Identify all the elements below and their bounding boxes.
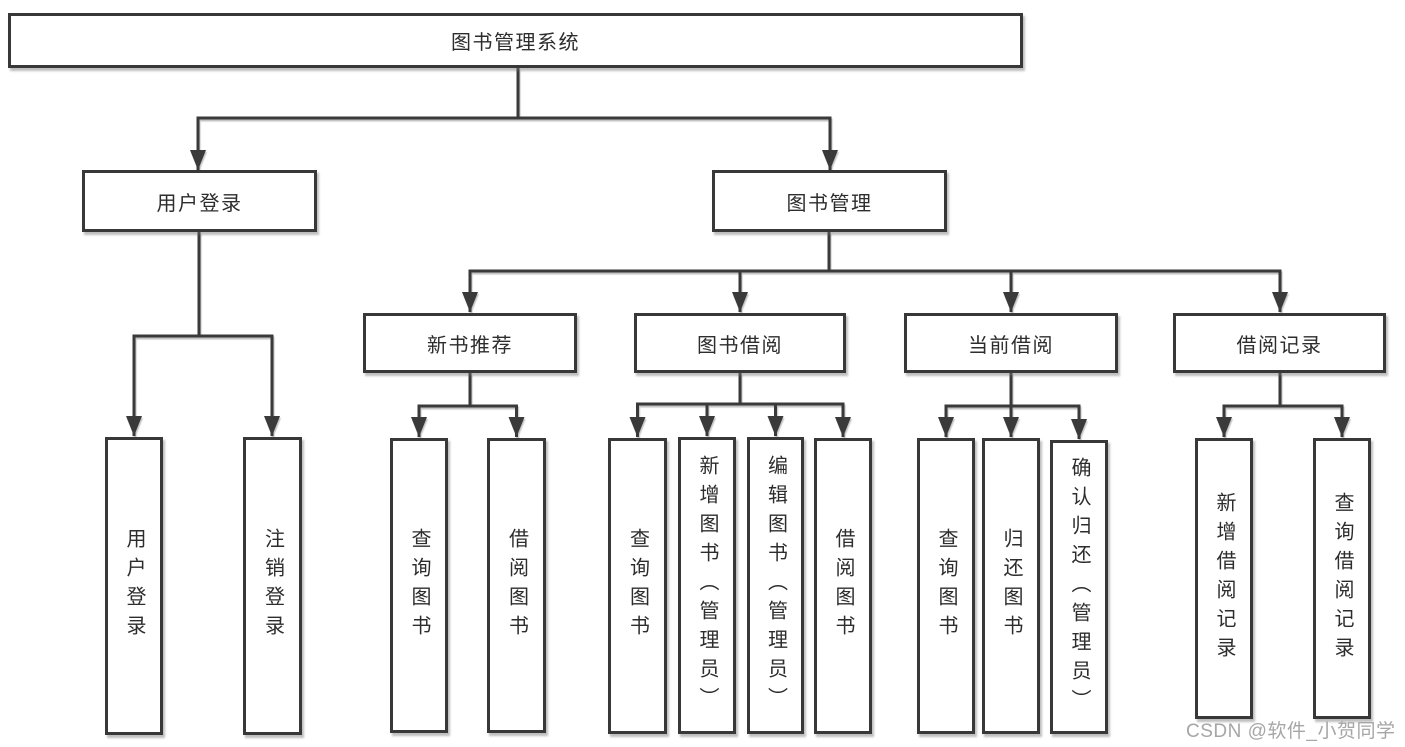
node-label: 确认归还（管理员）: [1068, 456, 1090, 718]
leaf-user-login: 用户登录: [105, 437, 163, 735]
leaf-borrow-books-recommend: 借阅图书: [487, 438, 546, 733]
node-label: 新增借阅记录: [1213, 491, 1235, 666]
leaf-add-borrow-record: 新增借阅记录: [1195, 438, 1253, 719]
node-book-borrowing: 图书借阅: [634, 313, 846, 373]
node-label: 查询图书: [935, 528, 957, 644]
leaf-query-books-recommend: 查询图书: [390, 438, 448, 733]
node-book-management: 图书管理: [712, 170, 947, 232]
leaf-confirm-return-admin: 确认归还（管理员）: [1050, 440, 1108, 734]
node-label: 注销登录: [261, 528, 284, 644]
node-label: 归还图书: [1000, 528, 1022, 644]
node-borrow-records: 借阅记录: [1173, 313, 1386, 373]
csdn-watermark: CSDN @软件_小贺同学: [1186, 721, 1396, 742]
node-label: 当前借阅: [968, 334, 1054, 357]
node-label: 查询借阅记录: [1331, 491, 1353, 666]
leaf-edit-book-admin: 编辑图书（管理员）: [747, 437, 804, 734]
node-label: 图书管理系统: [451, 32, 580, 54]
node-label: 用户登录: [123, 528, 145, 644]
node-label: 借阅记录: [1236, 334, 1323, 357]
node-current-borrowing: 当前借阅: [904, 313, 1118, 373]
node-label: 图书管理: [786, 192, 873, 215]
node-label: 借阅图书: [832, 528, 854, 644]
leaf-query-borrow-record: 查询借阅记录: [1313, 438, 1371, 719]
node-user-login: 用户登录: [82, 170, 317, 232]
leaf-borrow-books: 借阅图书: [814, 438, 872, 734]
node-label: 图书借阅: [697, 334, 783, 357]
node-library-system: 图书管理系统: [8, 13, 1023, 68]
leaf-query-books-current: 查询图书: [917, 438, 975, 734]
leaf-query-books-borrowing: 查询图书: [608, 438, 667, 734]
node-label: 查询图书: [626, 528, 649, 644]
node-label: 新书推荐: [427, 334, 513, 357]
node-label: 编辑图书（管理员）: [764, 455, 787, 716]
node-label: 借阅图书: [505, 527, 528, 644]
leaf-return-books: 归还图书: [982, 438, 1040, 734]
node-label: 用户登录: [156, 192, 243, 215]
node-new-book-recommend: 新书推荐: [363, 313, 577, 373]
node-label: 查询图书: [408, 527, 430, 644]
node-label: 新增图书（管理员）: [696, 455, 718, 716]
leaf-add-book-admin: 新增图书（管理员）: [678, 437, 736, 734]
leaf-logout: 注销登录: [243, 437, 302, 735]
